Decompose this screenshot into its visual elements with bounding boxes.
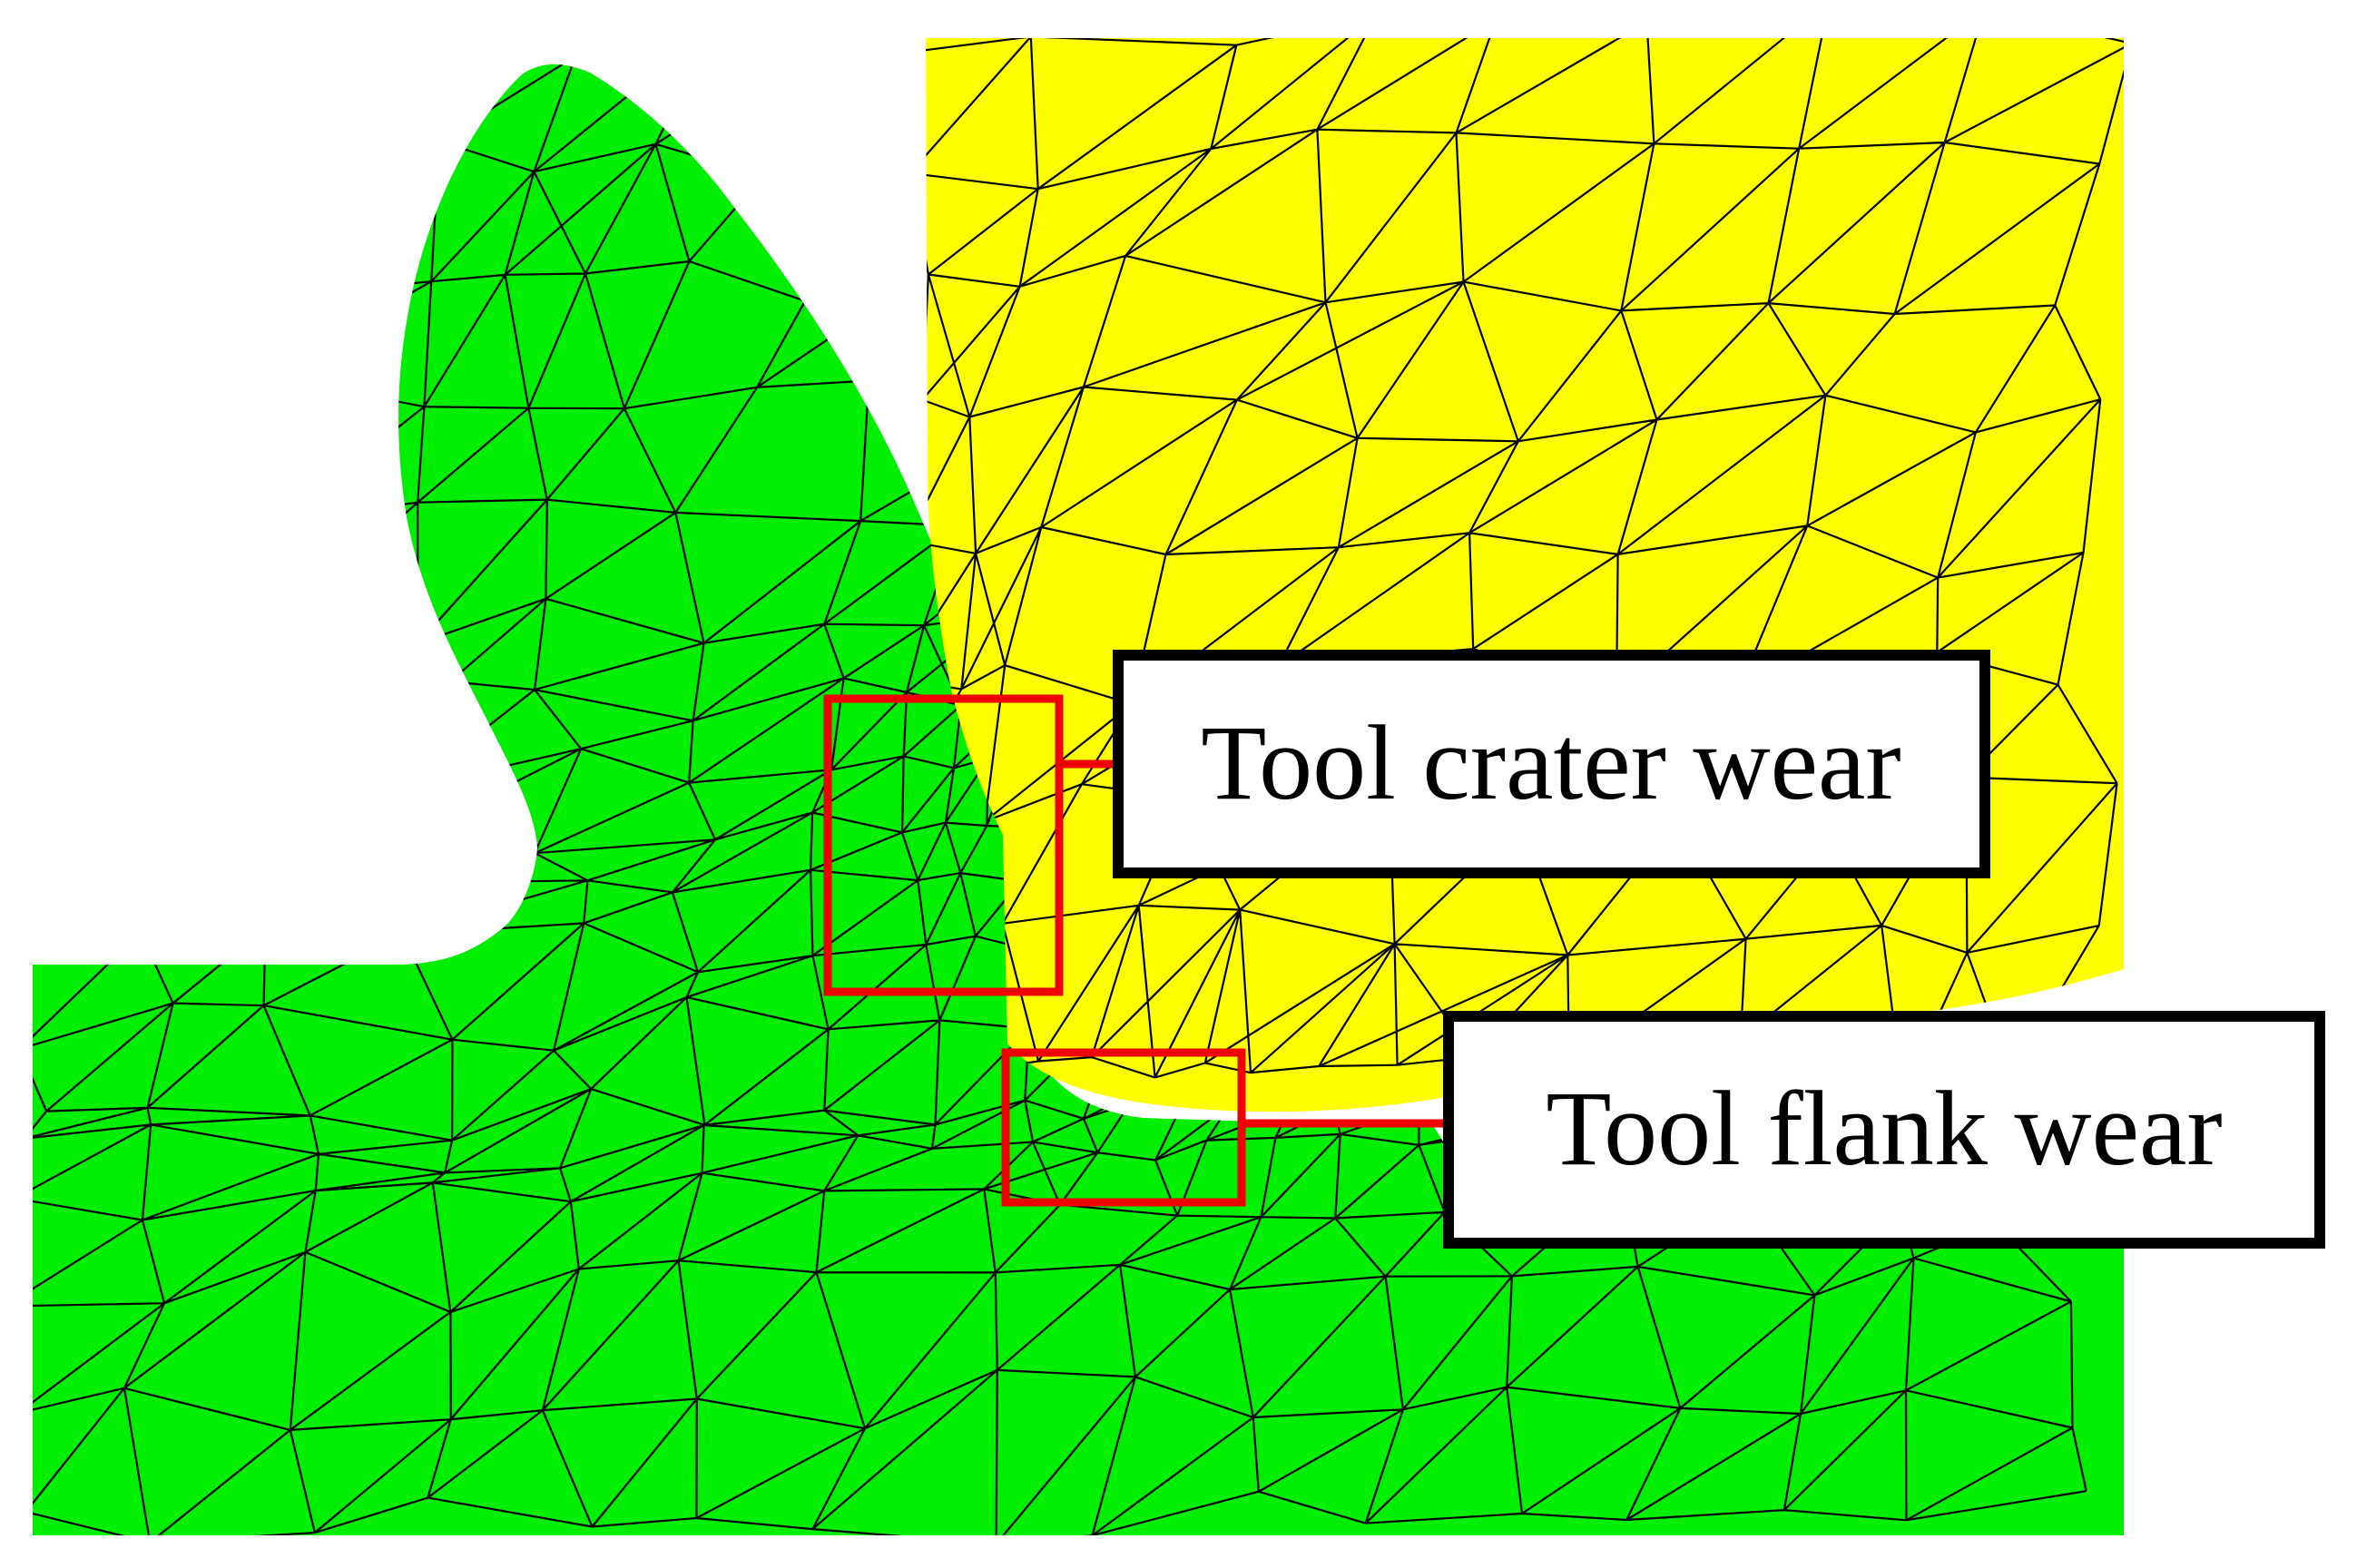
flank-wear-callout-box: [1443, 1011, 2325, 1249]
flank-wear-callout: Tool flank wear: [1443, 1011, 2325, 1249]
crater-wear-callout: Tool crater wear: [1113, 650, 1990, 878]
crater-wear-callout-box: [1113, 650, 1990, 878]
crater-wear-label: Tool crater wear: [1201, 703, 1900, 822]
flank-wear-label: Tool flank wear: [1546, 1069, 2222, 1188]
tool-region: [926, 38, 2124, 1112]
crater-wear-highlight-box: [823, 694, 1064, 996]
tool-shape: [926, 38, 2124, 1112]
